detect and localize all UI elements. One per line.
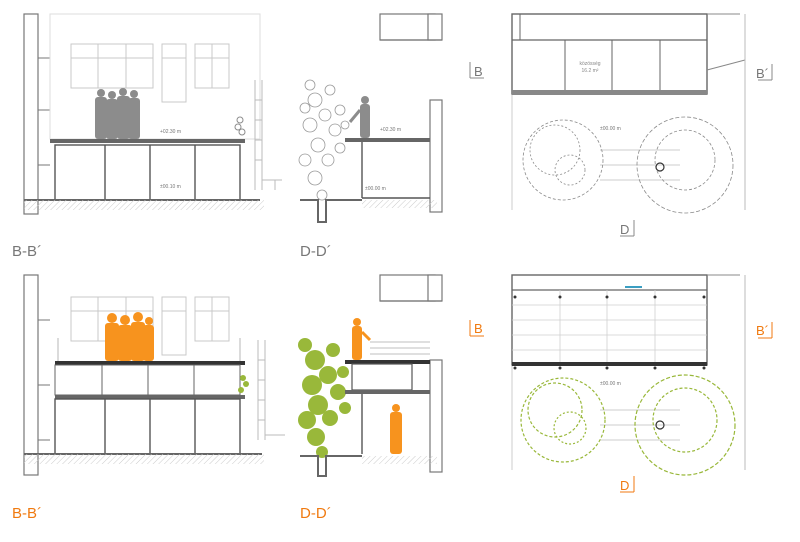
- wall-left: [23, 13, 39, 215]
- person-existing: [348, 96, 370, 138]
- tree-canopy-left: [522, 119, 604, 201]
- glass-roof-grid: [512, 290, 707, 365]
- section-label: B-B´: [12, 505, 42, 522]
- tree-canopy-right: [634, 374, 736, 476]
- marker-b: B: [474, 321, 483, 336]
- person-proposed-lower: [390, 404, 402, 454]
- wall-right: [429, 99, 443, 213]
- bottom-plan: ±00.00 m B B´ D: [469, 274, 773, 493]
- plant-small: [238, 375, 249, 393]
- level-upper: +02.30 m: [380, 127, 401, 133]
- bottom-section-bb: B-B´: [12, 274, 285, 522]
- top-section-bb: +02.30 m ±00.10 m B-B´: [12, 13, 282, 260]
- people-silhouettes-proposed: [105, 312, 154, 361]
- section-label: D-D´: [300, 505, 332, 522]
- marker-b: B: [474, 64, 483, 79]
- tree-existing: [298, 79, 350, 201]
- plant-small: [234, 116, 246, 136]
- marker-d: D: [620, 222, 629, 237]
- wall-right: [429, 359, 443, 473]
- tree-canopy-right: [636, 116, 734, 214]
- facade-windows: [70, 43, 230, 103]
- room-name: közösség: [579, 61, 600, 67]
- level-lower: ±00.00 m: [365, 186, 386, 192]
- section-label: D-D´: [300, 243, 332, 260]
- room-partitions: [564, 40, 661, 94]
- lower-structure: [54, 144, 241, 201]
- marker-b-prime: B´: [756, 323, 769, 338]
- plan-level: ±00.00 m: [600, 126, 621, 132]
- top-plan: közösség 16.2 m² ±00.00 m B B´ D: [469, 13, 773, 237]
- level-upper: +02.30 m: [160, 129, 181, 135]
- top-section-dd: +02.30 m ±00.00 m D-D´: [298, 13, 443, 260]
- section-label: B-B´: [12, 243, 42, 260]
- level-lower: ±00.10 m: [160, 184, 181, 190]
- marker-d: D: [620, 478, 629, 493]
- tree-proposed: [298, 338, 351, 458]
- people-silhouettes-existing: [95, 88, 140, 139]
- glass-pavilion: [54, 364, 241, 396]
- wall-left: [23, 274, 39, 476]
- lower-structure: [54, 398, 241, 455]
- marker-b-prime: B´: [756, 66, 769, 81]
- stair-right: [257, 340, 285, 440]
- tree-canopy-left: [520, 377, 606, 463]
- plan-level: ±00.00 m: [600, 381, 621, 387]
- room-area: 16.2 m²: [582, 68, 599, 74]
- railing: [57, 338, 241, 361]
- person-proposed-upper: [352, 318, 372, 360]
- bottom-section-dd: D-D´: [298, 274, 443, 522]
- stair-right: [254, 80, 282, 190]
